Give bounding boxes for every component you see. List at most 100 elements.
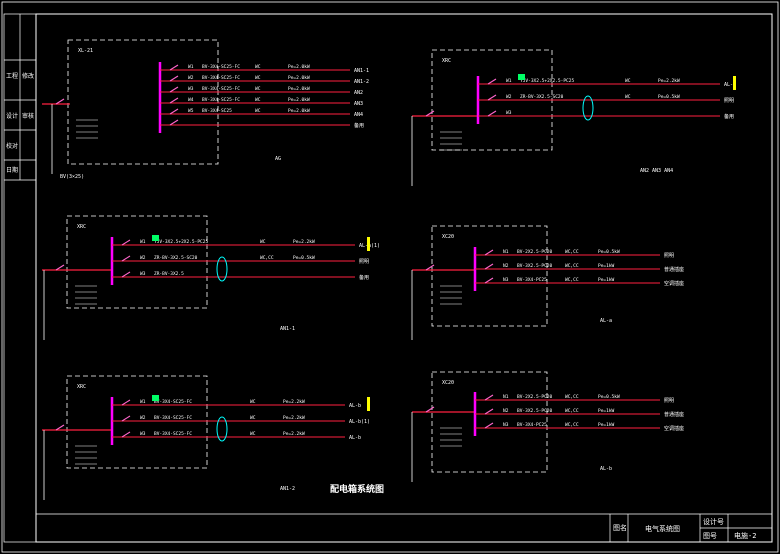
circuit-number: W1 (140, 399, 146, 405)
circuit-load: Pe=2.0kW (288, 86, 310, 92)
circuit-load: Pe=1kW (598, 277, 615, 283)
circuit-load: Pe=2.0kW (288, 64, 310, 70)
circuit-breaker-symbol (484, 249, 494, 256)
circuit-laying-method: WC,CC (565, 394, 579, 400)
circuit-laying-method: WC (250, 399, 256, 405)
fuse-icon (367, 237, 370, 251)
circuit-cable-spec: BV-3X4-SC25-FC (154, 431, 192, 437)
circuit-number: N3 (503, 422, 509, 428)
panel-enclosure (431, 371, 548, 473)
panel-enclosure (431, 225, 548, 327)
circuit-breaker-symbol (121, 255, 131, 262)
circuit-cable-spec: BV-3X4-SC25-FC (154, 399, 192, 405)
circuit-cable-spec: ZR-BV-3X2.5 (154, 271, 184, 277)
panel-enclosure (67, 39, 219, 165)
panel-name: XC20 (442, 380, 454, 386)
design-number-label: 设计号 (703, 517, 724, 526)
circuit-destination: 空调插座 (664, 280, 684, 287)
circuit-destination: AN3 (354, 101, 363, 107)
current-transformer-icon (582, 95, 594, 121)
circuit-breaker-symbol (169, 119, 179, 126)
circuit-laying-method: WC (625, 78, 631, 84)
panel-name: XRC (77, 384, 86, 390)
main-breaker-symbol (55, 424, 65, 431)
circuit-row: W3 备用 (478, 110, 734, 120)
circuit-number: W5 (188, 108, 194, 114)
circuit-breaker-symbol (487, 78, 497, 85)
circuit-breaker-symbol (484, 408, 494, 415)
panel-label: AN2 AN3 AN4 (640, 168, 673, 174)
circuit-breaker-symbol (169, 64, 179, 71)
kwh-meter-icon (518, 74, 525, 80)
circuit-cable-spec: ZR-BV-3X2.5-SC20 (154, 255, 198, 261)
circuit-load: Pe=2.0kW (288, 108, 310, 114)
panel-name: XC20 (442, 234, 454, 240)
circuit-load: Pe=2.0kW (288, 75, 310, 81)
circuit-cable-spec: BV-3X4-SC25-FC (202, 97, 240, 103)
circuit-cable-spec: YJV-3X2.5+2X2.5-PC25 (520, 78, 574, 84)
circuit-laying-method: WC (255, 86, 261, 92)
circuit-load: Pe=1kW (598, 263, 615, 269)
circuit-cable-spec: BV-2X2.5-PC20 (517, 394, 553, 400)
circuit-destination: 照明 (664, 253, 674, 259)
circuit-cable-spec: BV-2X2.5-PC20 (517, 249, 553, 255)
circuit-destination: 备用 (724, 113, 734, 120)
circuit-load: Pe=2.2kW (283, 431, 305, 437)
circuit-laying-method: WC (625, 94, 631, 100)
current-transformer-icon (216, 256, 228, 282)
fuse-icon (367, 397, 370, 411)
circuit-load: Pe=0.5kW (293, 255, 315, 261)
circuit-number: W1 (140, 239, 146, 245)
sheet-caption: 配电箱系统图 (330, 483, 384, 495)
title-block-text: 图名 电气系统图 设计号 图号 电施-2 (613, 517, 756, 540)
circuit-cable-spec: BV-3X2.5-PC20 (517, 263, 553, 269)
side-label-2: 修改 (22, 72, 34, 80)
circuit-load: Pe=2.2kW (658, 78, 680, 84)
circuit-cable-spec: ZR-BV-3X2.5-SC20 (520, 94, 564, 100)
circuit-breaker-symbol (121, 239, 131, 246)
circuit-laying-method: WC,CC (565, 249, 579, 255)
main-breaker-symbol (425, 406, 435, 413)
circuit-load: Pe=1kW (598, 408, 615, 414)
circuit-laying-method: WC (255, 75, 261, 81)
circuit-load: Pe=2.2kW (283, 415, 305, 421)
circuit-number: W2 (506, 94, 512, 100)
circuit-cable-spec: BV-3X2.5-PC20 (517, 408, 553, 414)
circuit-laying-method: WC (255, 97, 261, 103)
circuit-breaker-symbol (121, 399, 131, 406)
circuit-breaker-symbol (487, 110, 497, 117)
circuit-number: W3 (506, 110, 512, 116)
circuit-laying-method: WC (255, 64, 261, 70)
circuit-breaker-symbol (169, 75, 179, 82)
circuit-laying-method: WC (250, 415, 256, 421)
kwh-meter-icon (152, 235, 159, 241)
circuit-cable-spec: BV-3X4-PC25 (517, 422, 547, 428)
circuit-load: Pe=1kW (598, 422, 615, 428)
panel-name: XRC (442, 58, 451, 64)
circuit-laying-method: WC,CC (260, 255, 274, 261)
circuit-destination: 普通插座 (664, 411, 684, 418)
circuit-cable-spec: BV-3X4-SC25-FC (202, 86, 240, 92)
fuse-icon (733, 76, 736, 90)
circuit-load: Pe=0.5kW (598, 394, 620, 400)
circuit-destination: AN4 (354, 112, 363, 118)
circuit-load: Pe=0.5kW (658, 94, 680, 100)
circuit-destination: AN1-2 (354, 79, 369, 85)
circuit-destination: AL-b(1) (349, 419, 370, 425)
circuit-breaker-symbol (121, 431, 131, 438)
circuit-laying-method: WC,CC (565, 263, 579, 269)
